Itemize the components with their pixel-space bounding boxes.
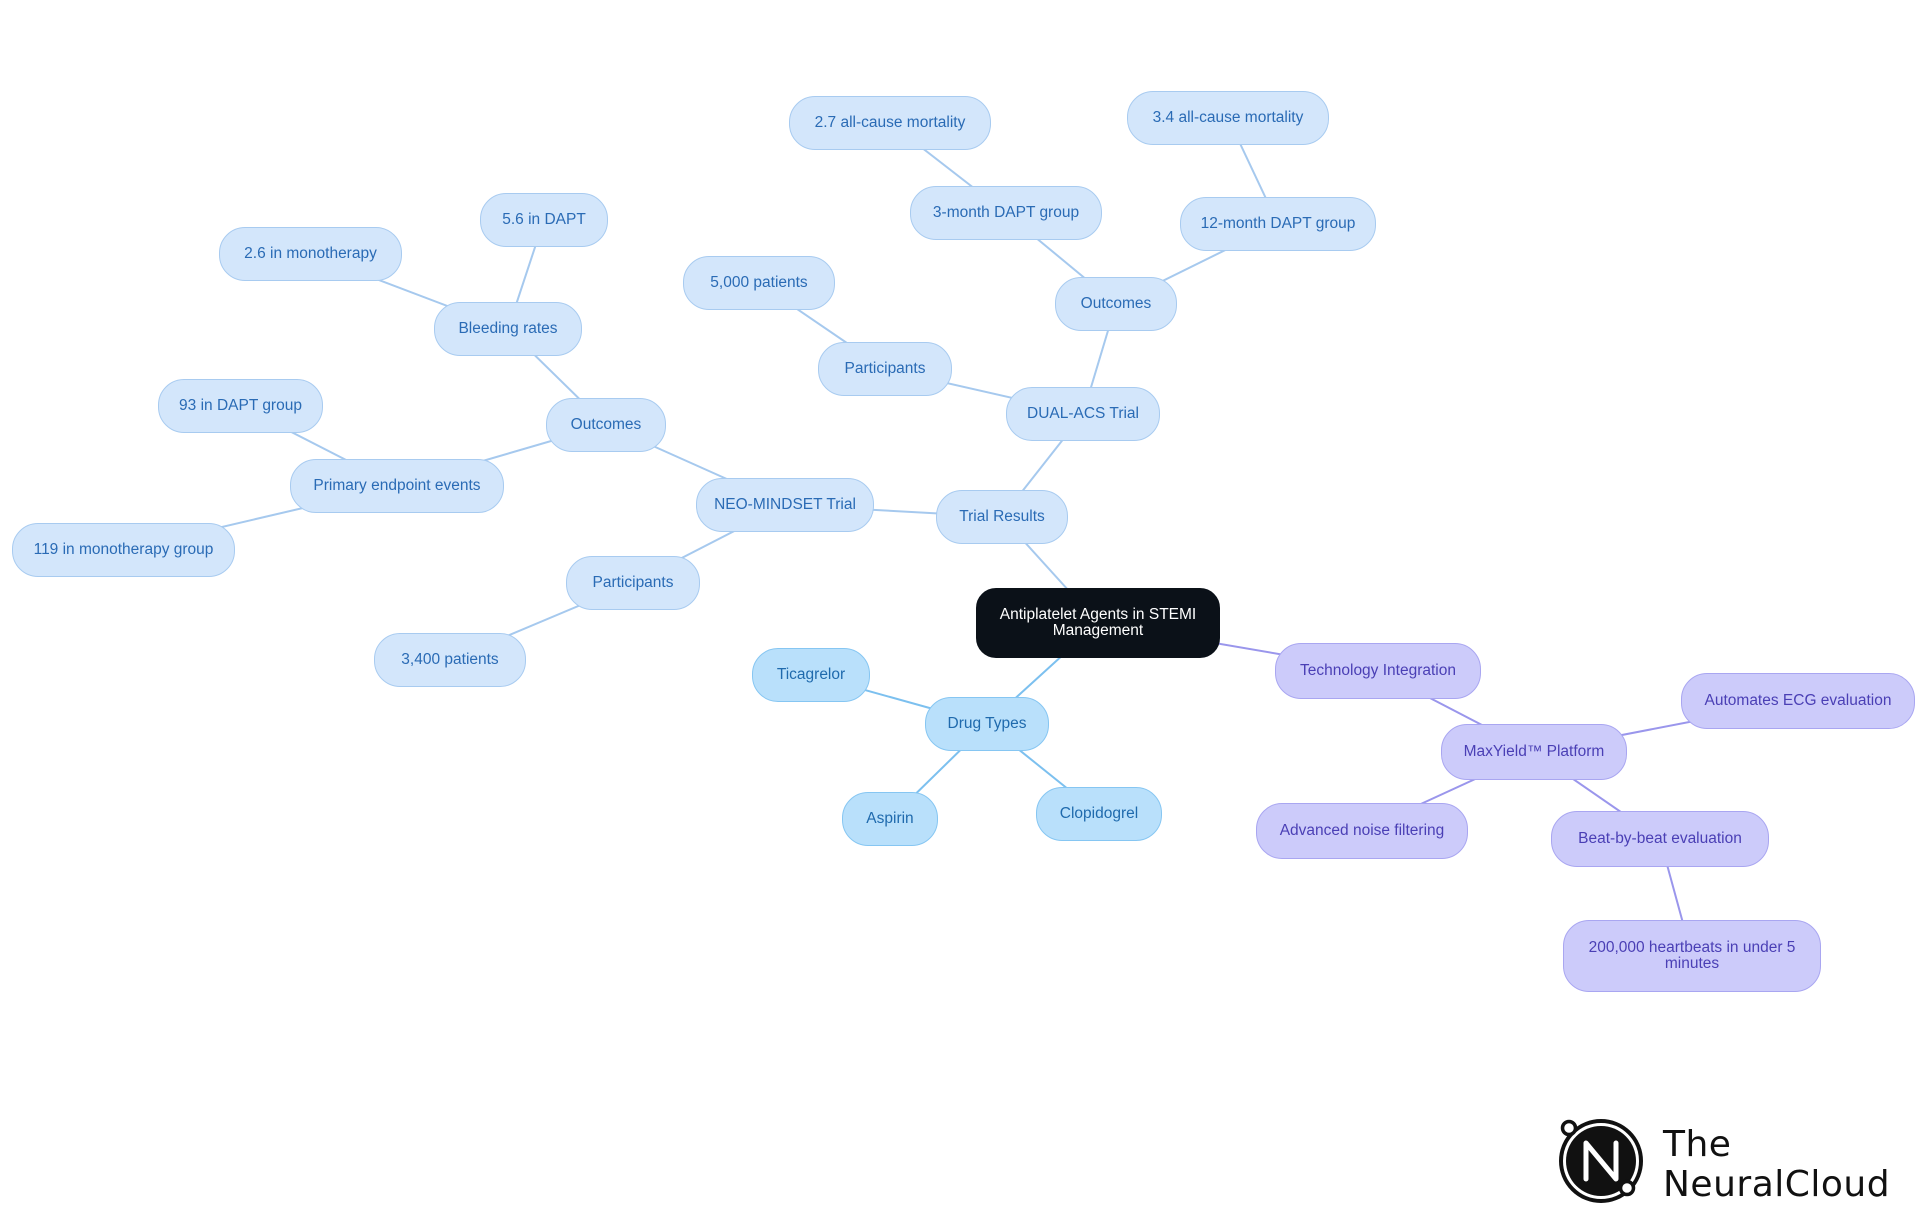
node-endpoint-dapt[interactable]: 93 in DAPT group — [158, 379, 323, 433]
node-technology-integration[interactable]: Technology Integration — [1275, 643, 1481, 699]
node-heartbeats-count[interactable]: 200,000 heartbeats in under 5 minutes — [1563, 920, 1821, 992]
node-neo-mindset-trial[interactable]: NEO-MINDSET Trial — [696, 478, 874, 532]
neuralcloud-n-logo-icon — [1559, 1119, 1643, 1203]
brand-line-neuralcloud: NeuralCloud — [1663, 1164, 1891, 1205]
node-dual-outcomes[interactable]: Outcomes — [1055, 277, 1177, 331]
brand-wordmark: The NeuralCloud — [1663, 1125, 1890, 1205]
node-neo-participant-count[interactable]: 3,400 patients — [374, 633, 526, 687]
node-endpoint-monotherapy[interactable]: 119 in monotherapy group — [12, 523, 235, 577]
node-twelve-month-mortality[interactable]: 3.4 all-cause mortality — [1127, 91, 1329, 145]
node-drug-types[interactable]: Drug Types — [925, 697, 1049, 751]
brand-line-the: The — [1663, 1124, 1732, 1165]
node-neo-outcomes[interactable]: Outcomes — [546, 398, 666, 452]
root-node[interactable]: Antiplatelet Agents in STEMI Management — [976, 588, 1220, 658]
node-three-month-dapt[interactable]: 3-month DAPT group — [910, 186, 1102, 240]
node-aspirin[interactable]: Aspirin — [842, 792, 938, 846]
node-twelve-month-dapt[interactable]: 12-month DAPT group — [1180, 197, 1376, 251]
node-bleeding-monotherapy[interactable]: 2.6 in monotherapy — [219, 227, 402, 281]
node-dual-participant-count[interactable]: 5,000 patients — [683, 256, 835, 310]
node-primary-endpoint-events[interactable]: Primary endpoint events — [290, 459, 504, 513]
node-neo-participants[interactable]: Participants — [566, 556, 700, 610]
node-automates-ecg[interactable]: Automates ECG evaluation — [1681, 673, 1915, 729]
node-trial-results[interactable]: Trial Results — [936, 490, 1068, 544]
node-beat-by-beat[interactable]: Beat-by-beat evaluation — [1551, 811, 1769, 867]
node-bleeding-dapt[interactable]: 5.6 in DAPT — [480, 193, 608, 247]
node-clopidogrel[interactable]: Clopidogrel — [1036, 787, 1162, 841]
node-ticagrelor[interactable]: Ticagrelor — [752, 648, 870, 702]
node-dual-participants[interactable]: Participants — [818, 342, 952, 396]
node-bleeding-rates[interactable]: Bleeding rates — [434, 302, 582, 356]
node-noise-filtering[interactable]: Advanced noise filtering — [1256, 803, 1468, 859]
node-three-month-mortality[interactable]: 2.7 all-cause mortality — [789, 96, 991, 150]
node-maxyield-platform[interactable]: MaxYield™ Platform — [1441, 724, 1627, 780]
brand-logo: The NeuralCloud — [1555, 1115, 1890, 1207]
node-dual-acs-trial[interactable]: DUAL-ACS Trial — [1006, 387, 1160, 441]
